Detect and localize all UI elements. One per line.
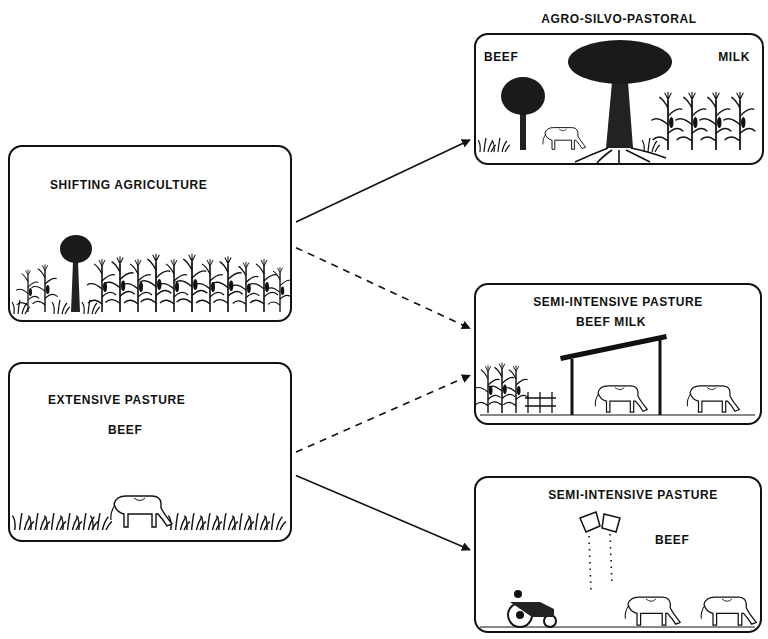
box-heading: AGRO-SILVO-PASTORAL	[541, 12, 696, 26]
text-holder: SHIFTING AGRICULTURE	[50, 175, 207, 193]
extensive-scene	[12, 496, 286, 530]
product-label: BEEF MILK	[576, 315, 646, 329]
product-label: MILK	[718, 50, 750, 64]
transition-arrow	[296, 140, 470, 222]
shed-scene	[475, 334, 756, 415]
shifting-scene	[12, 235, 292, 314]
text-holder: BEEF	[655, 530, 689, 548]
box-heading: SHIFTING AGRICULTURE	[50, 178, 207, 192]
system-box: EXTENSIVE PASTURE BEEF	[8, 362, 292, 542]
box-heading: SEMI-INTENSIVE PASTURE	[548, 488, 718, 502]
text-holder: SEMI-INTENSIVE PASTURE	[548, 485, 718, 503]
text-holder: BEEF	[108, 420, 142, 438]
system-box: AGRO-SILVO-PASTORALBEEFMILK	[474, 33, 764, 165]
system-box: SEMI-INTENSIVE PASTURE BEEF MILK	[474, 283, 762, 425]
text-holder: BEEF	[484, 47, 518, 65]
box-heading: EXTENSIVE PASTURE	[48, 393, 185, 407]
fertilizer-scene	[480, 512, 756, 627]
transition-arrow	[296, 375, 470, 452]
transition-arrow	[296, 475, 470, 549]
text-holder: MILK	[718, 47, 750, 65]
text-holder: SEMI-INTENSIVE PASTURE	[533, 292, 703, 310]
box-heading: SEMI-INTENSIVE PASTURE	[533, 295, 703, 309]
system-box: SHIFTING AGRICULTURE	[8, 145, 292, 322]
system-box: SEMI-INTENSIVE PASTURE BEEF	[474, 476, 762, 633]
product-label: BEEF	[655, 533, 689, 547]
product-label: BEEF	[108, 423, 142, 437]
agro-scene	[478, 40, 755, 163]
product-label: BEEF	[484, 50, 518, 64]
text-holder: BEEF MILK	[576, 312, 646, 330]
text-holder: AGRO-SILVO-PASTORAL	[541, 9, 696, 27]
transition-arrow	[296, 248, 470, 329]
text-holder: EXTENSIVE PASTURE	[48, 390, 185, 408]
